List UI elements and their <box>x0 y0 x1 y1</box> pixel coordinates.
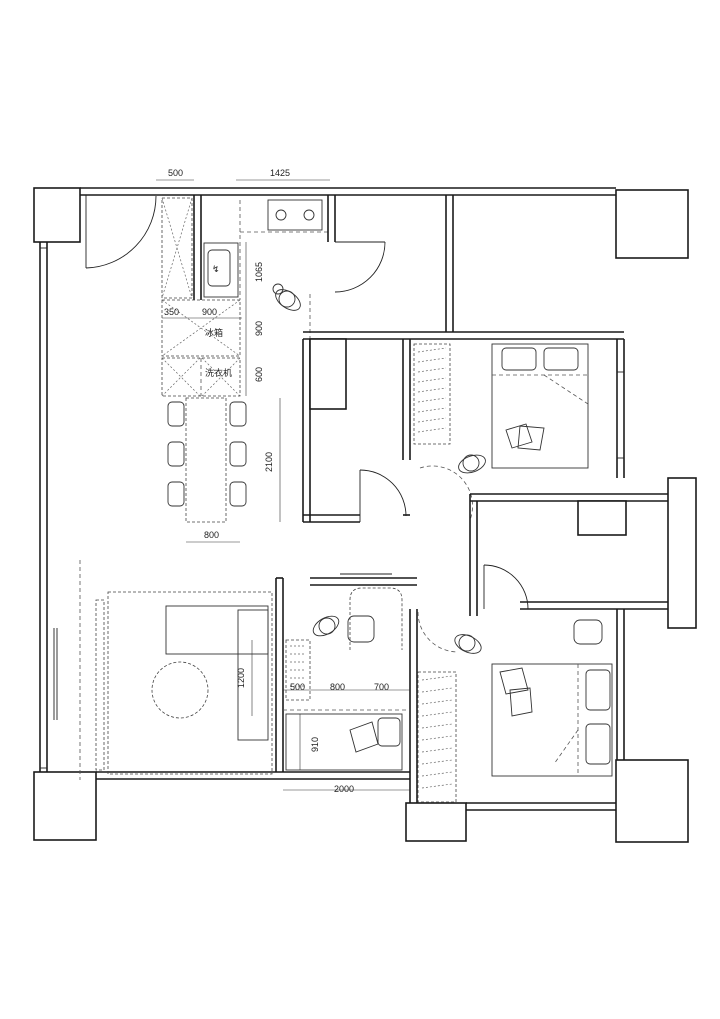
stove <box>267 199 323 231</box>
dim-1065: 1065 <box>254 262 264 282</box>
left-windows <box>39 247 81 780</box>
living-rug <box>107 591 273 775</box>
dim-1425: 1425 <box>270 168 290 178</box>
living-room <box>95 591 273 775</box>
dining-area <box>167 397 247 523</box>
dim-900-v: 900 <box>254 321 264 336</box>
bedroom-upper <box>302 331 625 523</box>
column-bottom-left <box>33 771 97 841</box>
dim-500-study: 500 <box>290 682 305 692</box>
appliance-stack: 冰箱 洗衣机 <box>161 299 241 397</box>
column-top-left <box>33 187 81 243</box>
washer-label: 洗衣机 <box>205 367 232 378</box>
fridge-label: 冰箱 <box>205 327 223 338</box>
pillows-lower <box>499 667 533 717</box>
kitchen: ↯ <box>161 195 386 338</box>
dim-1200: 1200 <box>236 668 246 688</box>
bedroom-lower <box>405 609 625 842</box>
side-sofa <box>237 609 269 741</box>
structural-columns <box>33 187 697 843</box>
dim-800-dining: 800 <box>204 530 219 540</box>
column-top-right <box>615 189 689 259</box>
entrance-door <box>85 194 162 269</box>
exterior-walls <box>39 187 616 811</box>
pillows-upper <box>505 423 545 451</box>
person-figure-kitchen <box>272 283 301 311</box>
bed-upper <box>491 343 589 469</box>
study <box>275 573 417 772</box>
dim-700-study: 700 <box>374 682 389 692</box>
sink-icon: ↯ <box>212 264 220 274</box>
dim-350: 350 <box>164 307 179 317</box>
dimension-text: 500 1425 1065 350 900 900 600 2100 800 1… <box>164 168 389 794</box>
column-bottom-right <box>615 759 689 843</box>
sink <box>203 242 239 298</box>
dim-900-h: 900 <box>202 307 217 317</box>
wardrobe-upper <box>413 343 451 445</box>
kitchen-tall-cabinet <box>161 197 193 299</box>
coffee-table <box>151 661 209 719</box>
dining-chairs <box>167 401 247 507</box>
dim-500-top: 500 <box>168 168 183 178</box>
dimension-lines <box>156 179 410 791</box>
wardrobe-lower <box>417 671 457 803</box>
dim-600: 600 <box>254 367 264 382</box>
dim-2100: 2100 <box>264 452 274 472</box>
dim-910: 910 <box>310 737 320 752</box>
sofa <box>165 605 269 655</box>
corridor <box>469 493 668 616</box>
column-right-middle <box>667 477 697 629</box>
dim-2000: 2000 <box>334 784 354 794</box>
study-bed <box>285 713 403 771</box>
dim-800-study: 800 <box>330 682 345 692</box>
column-bottom-center <box>405 802 467 842</box>
dining-table <box>185 397 227 523</box>
bed-lower <box>491 663 613 777</box>
